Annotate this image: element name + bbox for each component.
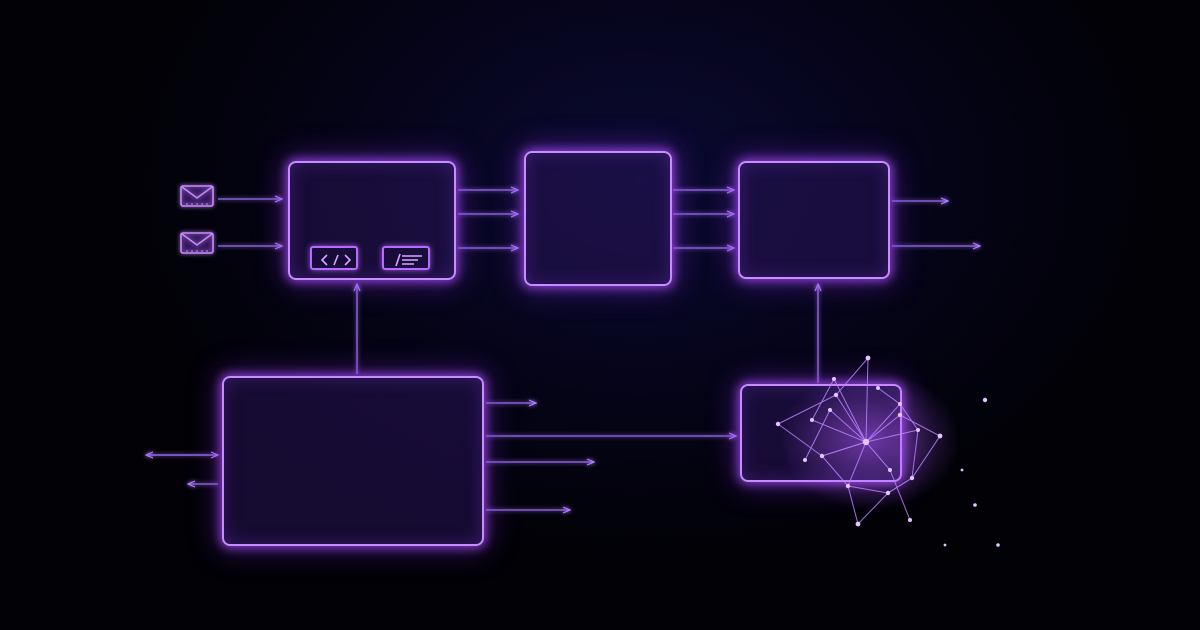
document-icon	[382, 246, 430, 270]
mail-icon	[180, 185, 214, 209]
mail-icon	[180, 232, 214, 256]
source-box[interactable]	[222, 376, 484, 546]
process-box[interactable]	[524, 151, 672, 286]
output-box[interactable]	[738, 161, 890, 279]
code-icon	[310, 246, 358, 270]
